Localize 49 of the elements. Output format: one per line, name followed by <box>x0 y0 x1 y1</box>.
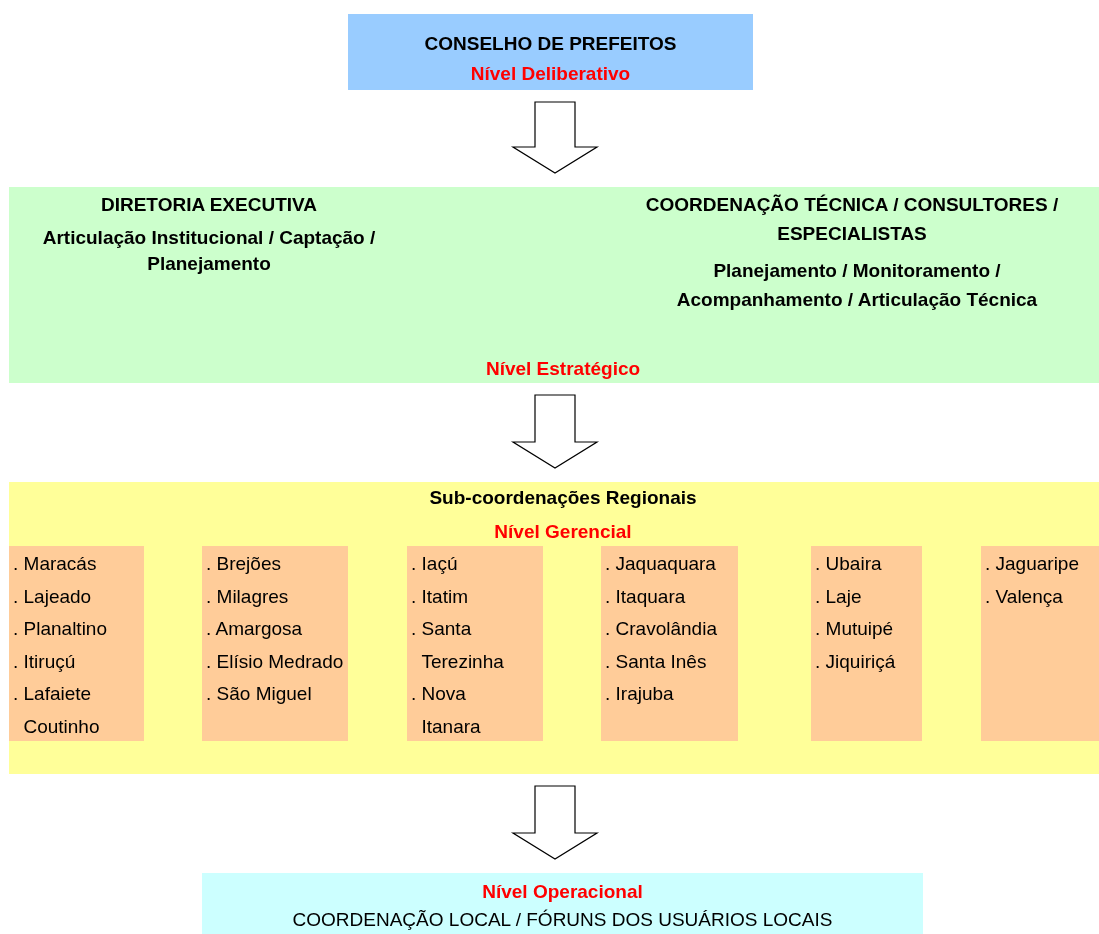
box-text: DIRETORIA EXECUTIVA <box>99 193 319 217</box>
municipality-name: . Iaçú <box>411 552 459 576</box>
municipality-name: . Cravolândia <box>605 617 718 641</box>
level-label: Nível Estratégico <box>484 357 642 381</box>
municipality-name: . Lafaiete Coutinho <box>13 682 101 739</box>
municipality-name: . Jaquaquara <box>605 552 717 576</box>
block-arrow <box>510 785 600 860</box>
box-text: CONSELHO DE PREFEITOS <box>423 32 678 56</box>
municipality-name: . São Miguel <box>206 682 313 706</box>
municipality-name: . Maracás <box>13 552 98 576</box>
level-band <box>9 482 1099 774</box>
municipality-name: . Itatim <box>411 584 469 609</box>
municipality-name: . Laje <box>815 584 863 609</box>
municipality-name: . Lajeado <box>13 584 93 609</box>
municipality-name: . Milagres <box>206 584 290 609</box>
level-box <box>348 14 753 90</box>
municipality-name: . Santa Inês <box>605 649 708 674</box>
box-text: COORDENAÇÃO TÉCNICA / CONSULTORES / ESPECIALISTAS <box>644 193 1060 246</box>
block-arrow <box>510 394 600 469</box>
box-text: COORDENAÇÃO LOCAL / FÓRUNS DOS USUÁRIOS LOCAIS <box>291 908 834 932</box>
level-label: Nível Operacional <box>481 880 644 904</box>
municipality-name: . Elísio Medrado <box>206 649 344 674</box>
municipality-name: . Mutuipé <box>815 617 895 641</box>
box-text: Articulação Institucional / Captação / Planejamento <box>41 226 377 276</box>
municipality-name: . Santa Terezinha <box>411 617 505 674</box>
municipality-name: . Itiruçú <box>13 649 77 674</box>
municipality-list-panel <box>981 546 1099 741</box>
level-label: Nível Deliberativo <box>469 62 632 86</box>
municipality-name: . Valença <box>985 584 1064 609</box>
municipality-name: . Nova Itanara <box>411 682 482 739</box>
municipality-list-panel <box>202 546 348 741</box>
municipality-name: . Amargosa <box>206 617 304 641</box>
municipality-list-panel <box>601 546 738 741</box>
level-band <box>9 187 1099 383</box>
municipality-name: . Jiquiriçá <box>815 649 897 674</box>
municipality-name: . Itaquara <box>605 584 687 609</box>
municipality-name: . Brejões <box>206 552 282 576</box>
municipality-list-panel <box>811 546 922 741</box>
level-box <box>202 873 923 934</box>
municipality-name: . Irajuba <box>605 682 675 706</box>
box-text: Planejamento / Monitoramento / Acompanhamento / Articulação Técnica <box>675 259 1039 312</box>
municipality-list-panel <box>407 546 543 741</box>
municipality-name: . Planaltino <box>13 617 108 641</box>
municipality-name: . Ubaira <box>815 552 883 576</box>
level-label: Nível Gerencial <box>493 520 633 544</box>
block-arrow <box>510 101 600 174</box>
municipality-name: . Jaguaripe <box>985 552 1080 576</box>
box-text: Sub-coordenações Regionais <box>428 486 698 510</box>
municipality-list-panel <box>9 546 144 741</box>
